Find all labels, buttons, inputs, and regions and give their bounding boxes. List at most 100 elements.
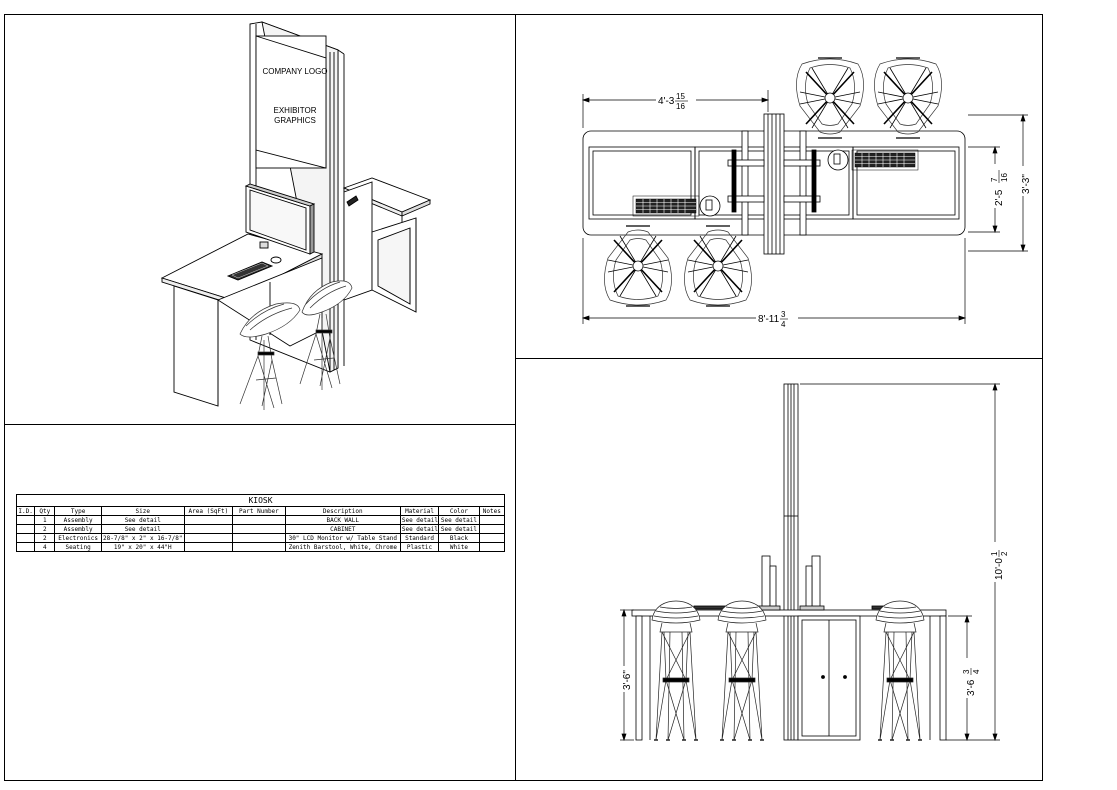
elev-dim-counter-height: 3'-6" [618, 666, 633, 692]
plan-stool-top-right [873, 57, 943, 139]
svg-text:16: 16 [1000, 173, 1009, 182]
bom-cell-notes [478, 524, 506, 534]
plan-stool-top-left [795, 57, 865, 139]
elev-monitor-right [799, 555, 825, 611]
plan-center-wall [727, 113, 821, 255]
elev-counter [631, 609, 947, 741]
bom-cell-size: 19" x 20" x 44"H [100, 542, 185, 552]
isometric-view: COMPANY LOGO EXHIBITOR GRAPHICS [160, 21, 432, 410]
svg-text:15: 15 [676, 92, 685, 101]
plan-stool-bottom-left [603, 225, 673, 307]
svg-text:2: 2 [1000, 551, 1009, 556]
svg-text:2'-5: 2'-5 [994, 189, 1005, 206]
bom-cell-material: Plastic [399, 542, 440, 552]
iso-keyboard [226, 256, 282, 281]
svg-text:4: 4 [781, 320, 786, 329]
elev-cabinet [797, 615, 861, 741]
bom-table: KIOSK I.D. Qty Type Size Area (SqFt) Par… [15, 494, 506, 552]
iso-right-counter [342, 177, 432, 313]
svg-text:16: 16 [676, 102, 685, 111]
bom-cell-area [183, 533, 234, 543]
bom-cell-notes [478, 542, 506, 552]
bom-header-size: Size [100, 506, 185, 516]
iso-company-logo-text: COMPANY LOGO [262, 67, 327, 76]
bom-cell-qty: 1 [34, 515, 56, 525]
plan-dim-overall-depth: 3'-3" [1017, 166, 1032, 196]
elev-stool-3 [875, 600, 925, 741]
bom-header-row: I.D. Qty Type Size Area (SqFt) Part Numb… [15, 506, 506, 516]
iso-stool-2 [299, 280, 353, 390]
iso-graphics-text-1: EXHIBITOR [274, 106, 317, 115]
iso-left-counter [160, 233, 324, 407]
svg-text:4: 4 [972, 669, 981, 674]
bom-header-area: Area (SqFt) [183, 506, 234, 516]
bom-header-id: I.D. [15, 506, 36, 516]
svg-text:7: 7 [990, 177, 999, 182]
bom-cell-size: 28-7/8" x 2" x 16-7/8" [100, 533, 185, 543]
bom-cell-color: Black [438, 533, 480, 543]
bom-header-material: Material [399, 506, 440, 516]
bom-header-type: Type [54, 506, 102, 516]
svg-text:3'-6: 3'-6 [966, 679, 977, 696]
plan-dim-inner-depth: 2'-5 7 16 [990, 164, 1009, 208]
bom-cell-size: See detail [100, 515, 185, 525]
bom-cell-area [183, 542, 234, 552]
bom-cell-material: Standard [399, 533, 440, 543]
elev-dim-cabinet-height: 3'-6 3 4 [962, 658, 981, 698]
bom-cell-type: Seating [54, 542, 102, 552]
plan-keyboard-left [632, 195, 700, 217]
bom-cell-notes [478, 533, 506, 543]
sheet-frame [4, 14, 1043, 781]
bom-cell-id [15, 542, 36, 552]
svg-text:3: 3 [962, 669, 971, 674]
bom-cell-color: See detail [438, 524, 480, 534]
bom-header-part-number: Part Number [232, 506, 286, 516]
bom-cell-area [183, 524, 234, 534]
plan-dim-overall-width: 8'-11 3 4 [756, 310, 798, 329]
iso-monitor [244, 183, 316, 255]
iso-stool-1 [239, 302, 301, 410]
plan-keyboard-right [851, 149, 919, 171]
bom-cell-material: See detail [399, 515, 440, 525]
plan-dim-top-width: 4'-3 15 16 [656, 91, 696, 111]
bom-cell-id [15, 533, 36, 543]
bom-cell-desc: Zenith Barstool, White, Chrome [284, 542, 401, 552]
bom-cell-size: See detail [100, 524, 185, 534]
svg-text:3'-6": 3'-6" [622, 670, 633, 690]
bom-cell-desc: CABINET [284, 524, 401, 534]
bom-cell-type: Electronics [54, 533, 102, 543]
elev-stool-1 [651, 600, 701, 741]
bom-header-notes: Notes [478, 506, 506, 516]
svg-text:3: 3 [781, 310, 786, 319]
bom-cell-type: Assembly [54, 524, 102, 534]
plan-mouse-left [699, 195, 721, 217]
bom-cell-id [15, 515, 36, 525]
bom-cell-area [183, 515, 234, 525]
svg-text:1: 1 [990, 551, 999, 556]
plan-mouse-right [827, 149, 849, 171]
bom-cell-part [232, 524, 286, 534]
bom-cell-qty: 2 [34, 524, 56, 534]
iso-graphics-text-2: GRAPHICS [274, 116, 316, 125]
elev-dim-total-height: 10'-0 1 2 [990, 542, 1009, 582]
bom-cell-id [15, 524, 36, 534]
bom-cell-desc: BACK WALL [284, 515, 401, 525]
bom-cell-notes [478, 515, 506, 525]
bom-cell-color: White [438, 542, 480, 552]
svg-text:3'-3": 3'-3" [1021, 174, 1032, 194]
plan-view [581, 57, 1028, 324]
bom-cell-qty: 2 [34, 533, 56, 543]
bom-cell-part [232, 533, 286, 543]
elev-stool-2 [717, 600, 767, 741]
bom-cell-type: Assembly [54, 515, 102, 525]
bom-cell-qty: 4 [34, 542, 56, 552]
elev-monitor-left [755, 555, 781, 611]
bom-title: KIOSK [16, 494, 505, 507]
bom-cell-material: See detail [399, 524, 440, 534]
bom-header-color: Color [438, 506, 480, 516]
svg-text:10'-0: 10'-0 [994, 558, 1005, 580]
